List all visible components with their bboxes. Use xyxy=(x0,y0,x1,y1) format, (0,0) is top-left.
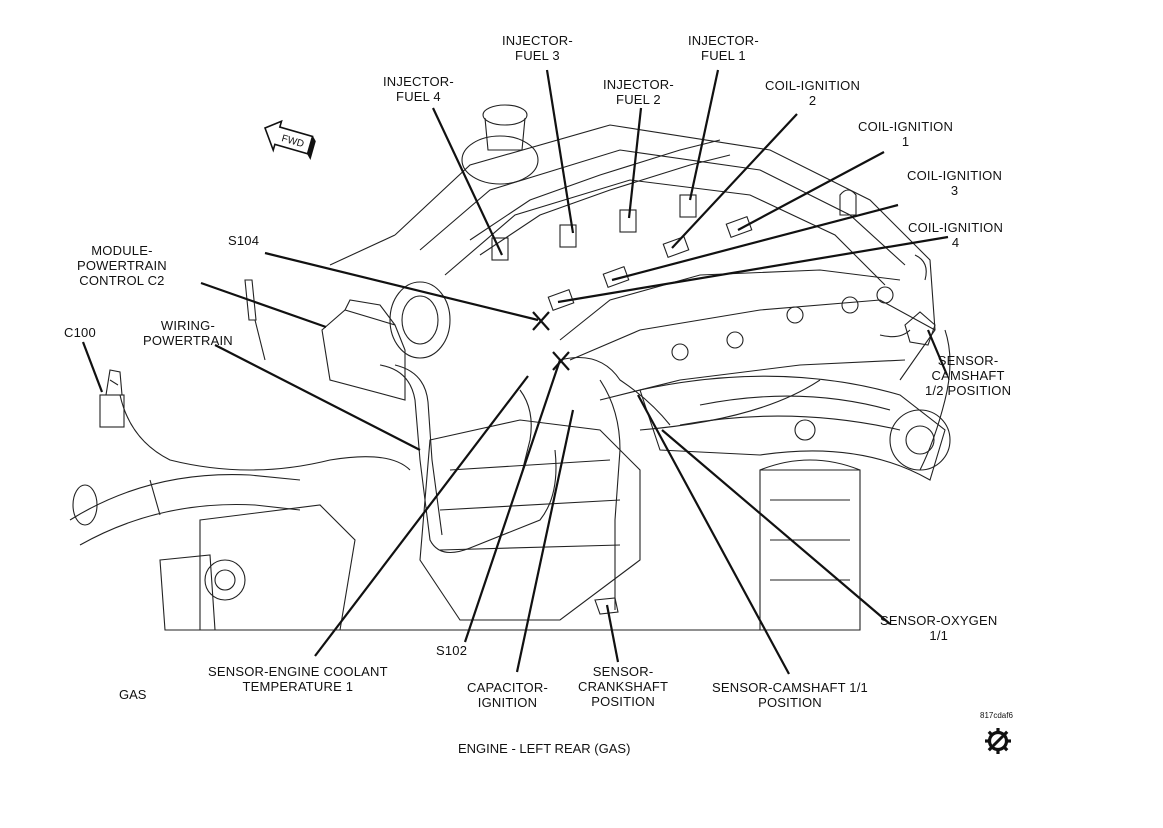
label-line: INJECTOR- xyxy=(688,33,759,48)
gear-icon xyxy=(985,728,1011,754)
label-line: CAPACITOR- xyxy=(467,680,548,695)
label-sensor-camshaft-1-2: SENSOR- CAMSHAFT 1/2 POSITION xyxy=(925,353,1011,398)
label-c100: C100 xyxy=(64,325,96,340)
label-line: CRANKSHAFT xyxy=(578,679,669,694)
label-line: COIL-IGNITION xyxy=(858,119,954,134)
label-sensor-engine-coolant: SENSOR-ENGINE COOLANT TEMPERATURE 1 xyxy=(208,664,388,694)
label-line: CONTROL C2 xyxy=(79,273,165,288)
label-line: SENSOR-OXYGEN xyxy=(880,613,998,628)
label-line: 1 xyxy=(901,134,910,149)
label-line: CAMSHAFT xyxy=(931,368,1005,383)
label-line: SENSOR- xyxy=(937,353,999,368)
label-line: FUEL 4 xyxy=(396,89,441,104)
label-injector-fuel-4: INJECTOR- FUEL 4 xyxy=(383,74,454,104)
label-line: COIL-IGNITION xyxy=(907,168,1003,183)
label-injector-fuel-3: INJECTOR- FUEL 3 xyxy=(502,33,573,63)
label-line: FUEL 2 xyxy=(616,92,661,107)
label-line: S102 xyxy=(436,643,468,658)
label-line: 3 xyxy=(950,183,959,198)
label-line: S104 xyxy=(228,233,260,248)
label-line: TEMPERATURE 1 xyxy=(242,679,354,694)
label-line: INJECTOR- xyxy=(502,33,573,48)
figure-code: 817cdaf6 xyxy=(980,711,1013,720)
label-line: 1/2 POSITION xyxy=(925,383,1012,398)
label-line: INJECTOR- xyxy=(603,77,674,92)
label-line: 2 xyxy=(808,93,817,108)
label-s102: S102 xyxy=(436,643,467,658)
label-coil-ignition-2: COIL-IGNITION 2 xyxy=(765,78,860,108)
label-line: 1/1 xyxy=(929,628,949,643)
engine-linework xyxy=(69,104,951,631)
leader-lines xyxy=(81,69,949,675)
label-line: C100 xyxy=(64,325,96,340)
gas-label: GAS xyxy=(119,687,147,702)
label-line: POWERTRAIN xyxy=(143,333,233,348)
figure-caption: ENGINE - LEFT REAR (GAS) xyxy=(458,741,631,756)
label-line: INJECTOR- xyxy=(383,74,454,89)
label-line: 4 xyxy=(951,235,960,250)
label-line: WIRING- xyxy=(160,318,215,333)
label-injector-fuel-2: INJECTOR- FUEL 2 xyxy=(603,77,674,107)
label-capacitor-ignition: CAPACITOR- IGNITION xyxy=(467,680,548,710)
label-module-powertrain: MODULE- POWERTRAIN CONTROL C2 xyxy=(77,243,167,288)
label-line: SENSOR- xyxy=(592,664,654,679)
label-injector-fuel-1: INJECTOR- FUEL 1 xyxy=(688,33,759,63)
splice-markers xyxy=(532,311,570,371)
label-coil-ignition-3: COIL-IGNITION 3 xyxy=(907,168,1002,198)
label-line: FUEL 1 xyxy=(701,48,746,63)
label-line: IGNITION xyxy=(477,695,538,710)
label-line: SENSOR-CAMSHAFT 1/1 xyxy=(712,680,868,695)
label-line: COIL-IGNITION xyxy=(908,220,1004,235)
label-line: POSITION xyxy=(758,695,822,710)
label-line: POWERTRAIN xyxy=(77,258,167,273)
label-sensor-oxygen: SENSOR-OXYGEN 1/1 xyxy=(880,613,997,643)
label-coil-ignition-4: COIL-IGNITION 4 xyxy=(908,220,1003,250)
label-line: MODULE- xyxy=(91,243,153,258)
label-line: POSITION xyxy=(591,694,655,709)
label-line: FUEL 3 xyxy=(515,48,560,63)
label-s104: S104 xyxy=(228,233,259,248)
label-line: COIL-IGNITION xyxy=(765,78,861,93)
label-wiring-powertrain: WIRING- POWERTRAIN xyxy=(143,318,233,348)
label-line: SENSOR-ENGINE COOLANT xyxy=(208,664,388,679)
label-sensor-crankshaft: SENSOR- CRANKSHAFT POSITION xyxy=(578,664,668,709)
label-sensor-camshaft-1-1: SENSOR-CAMSHAFT 1/1 POSITION xyxy=(712,680,868,710)
fwd-arrow-icon: FWD xyxy=(263,119,316,160)
label-coil-ignition-1: COIL-IGNITION 1 xyxy=(858,119,953,149)
